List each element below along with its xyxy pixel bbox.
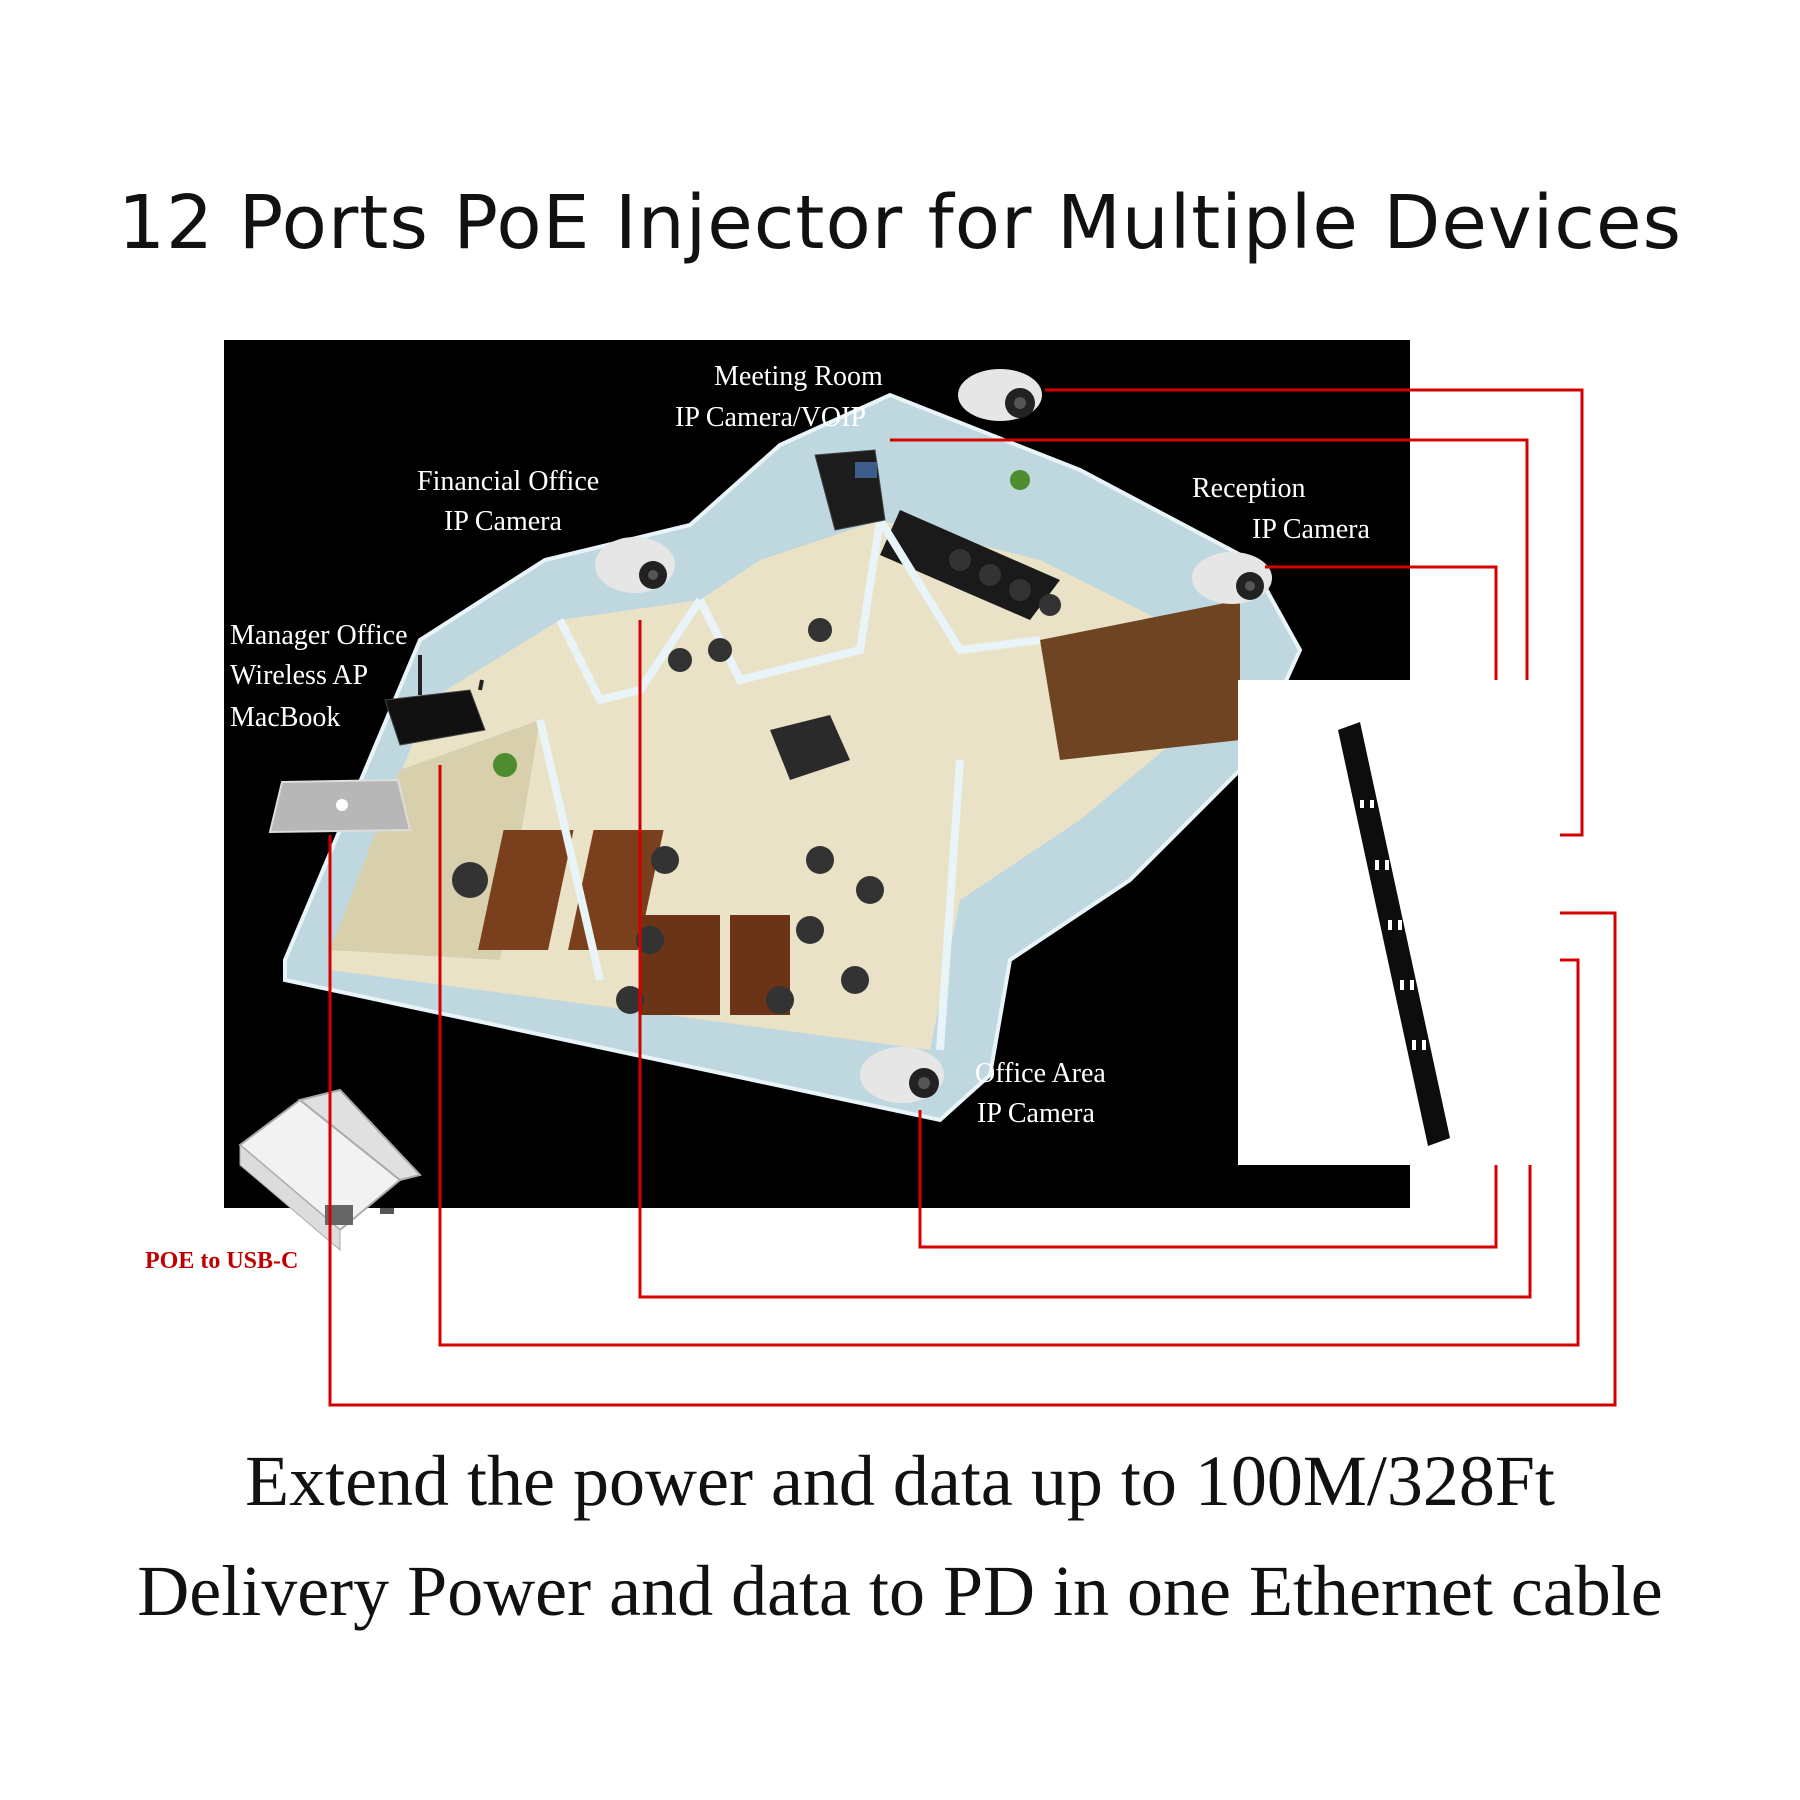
label-office-area-camera: IP Camera [977, 1098, 1095, 1129]
label-financial-office: Financial Office [417, 466, 599, 497]
label-wireless-ap: Wireless AP [230, 660, 368, 691]
label-poe-usbc: POE to USB-C [145, 1248, 298, 1274]
label-manager-office: Manager Office [230, 620, 408, 651]
dome-camera-icon [860, 1047, 944, 1103]
dome-camera-icon [1192, 552, 1272, 604]
label-financial-camera: IP Camera [444, 506, 562, 537]
label-reception: Reception [1192, 473, 1306, 504]
dome-camera-icon [595, 537, 675, 593]
page-title: 12 Ports PoE Injector for Multiple Devic… [117, 180, 1683, 266]
caption-line-2: Delivery Power and data to PD in one Eth… [137, 1551, 1663, 1631]
ethernet-cables [328, 388, 1617, 1407]
label-macbook: MacBook [230, 702, 340, 733]
dome-camera-icon [958, 369, 1042, 421]
label-office-area: Office Area [975, 1058, 1106, 1089]
office-floorplan-illustration [283, 392, 1303, 1123]
label-reception-camera: IP Camera [1252, 514, 1370, 545]
label-meeting-room: Meeting Room [714, 361, 883, 392]
caption-line-1: Extend the power and data up to 100M/328… [245, 1441, 1555, 1521]
label-meeting-room-devices: IP Camera/VOIP [675, 402, 866, 433]
poe-injector-product [1238, 680, 1558, 1165]
wireless-ap-icon [384, 655, 486, 746]
macbook-icon [268, 778, 412, 834]
voip-phone-icon [814, 449, 886, 531]
